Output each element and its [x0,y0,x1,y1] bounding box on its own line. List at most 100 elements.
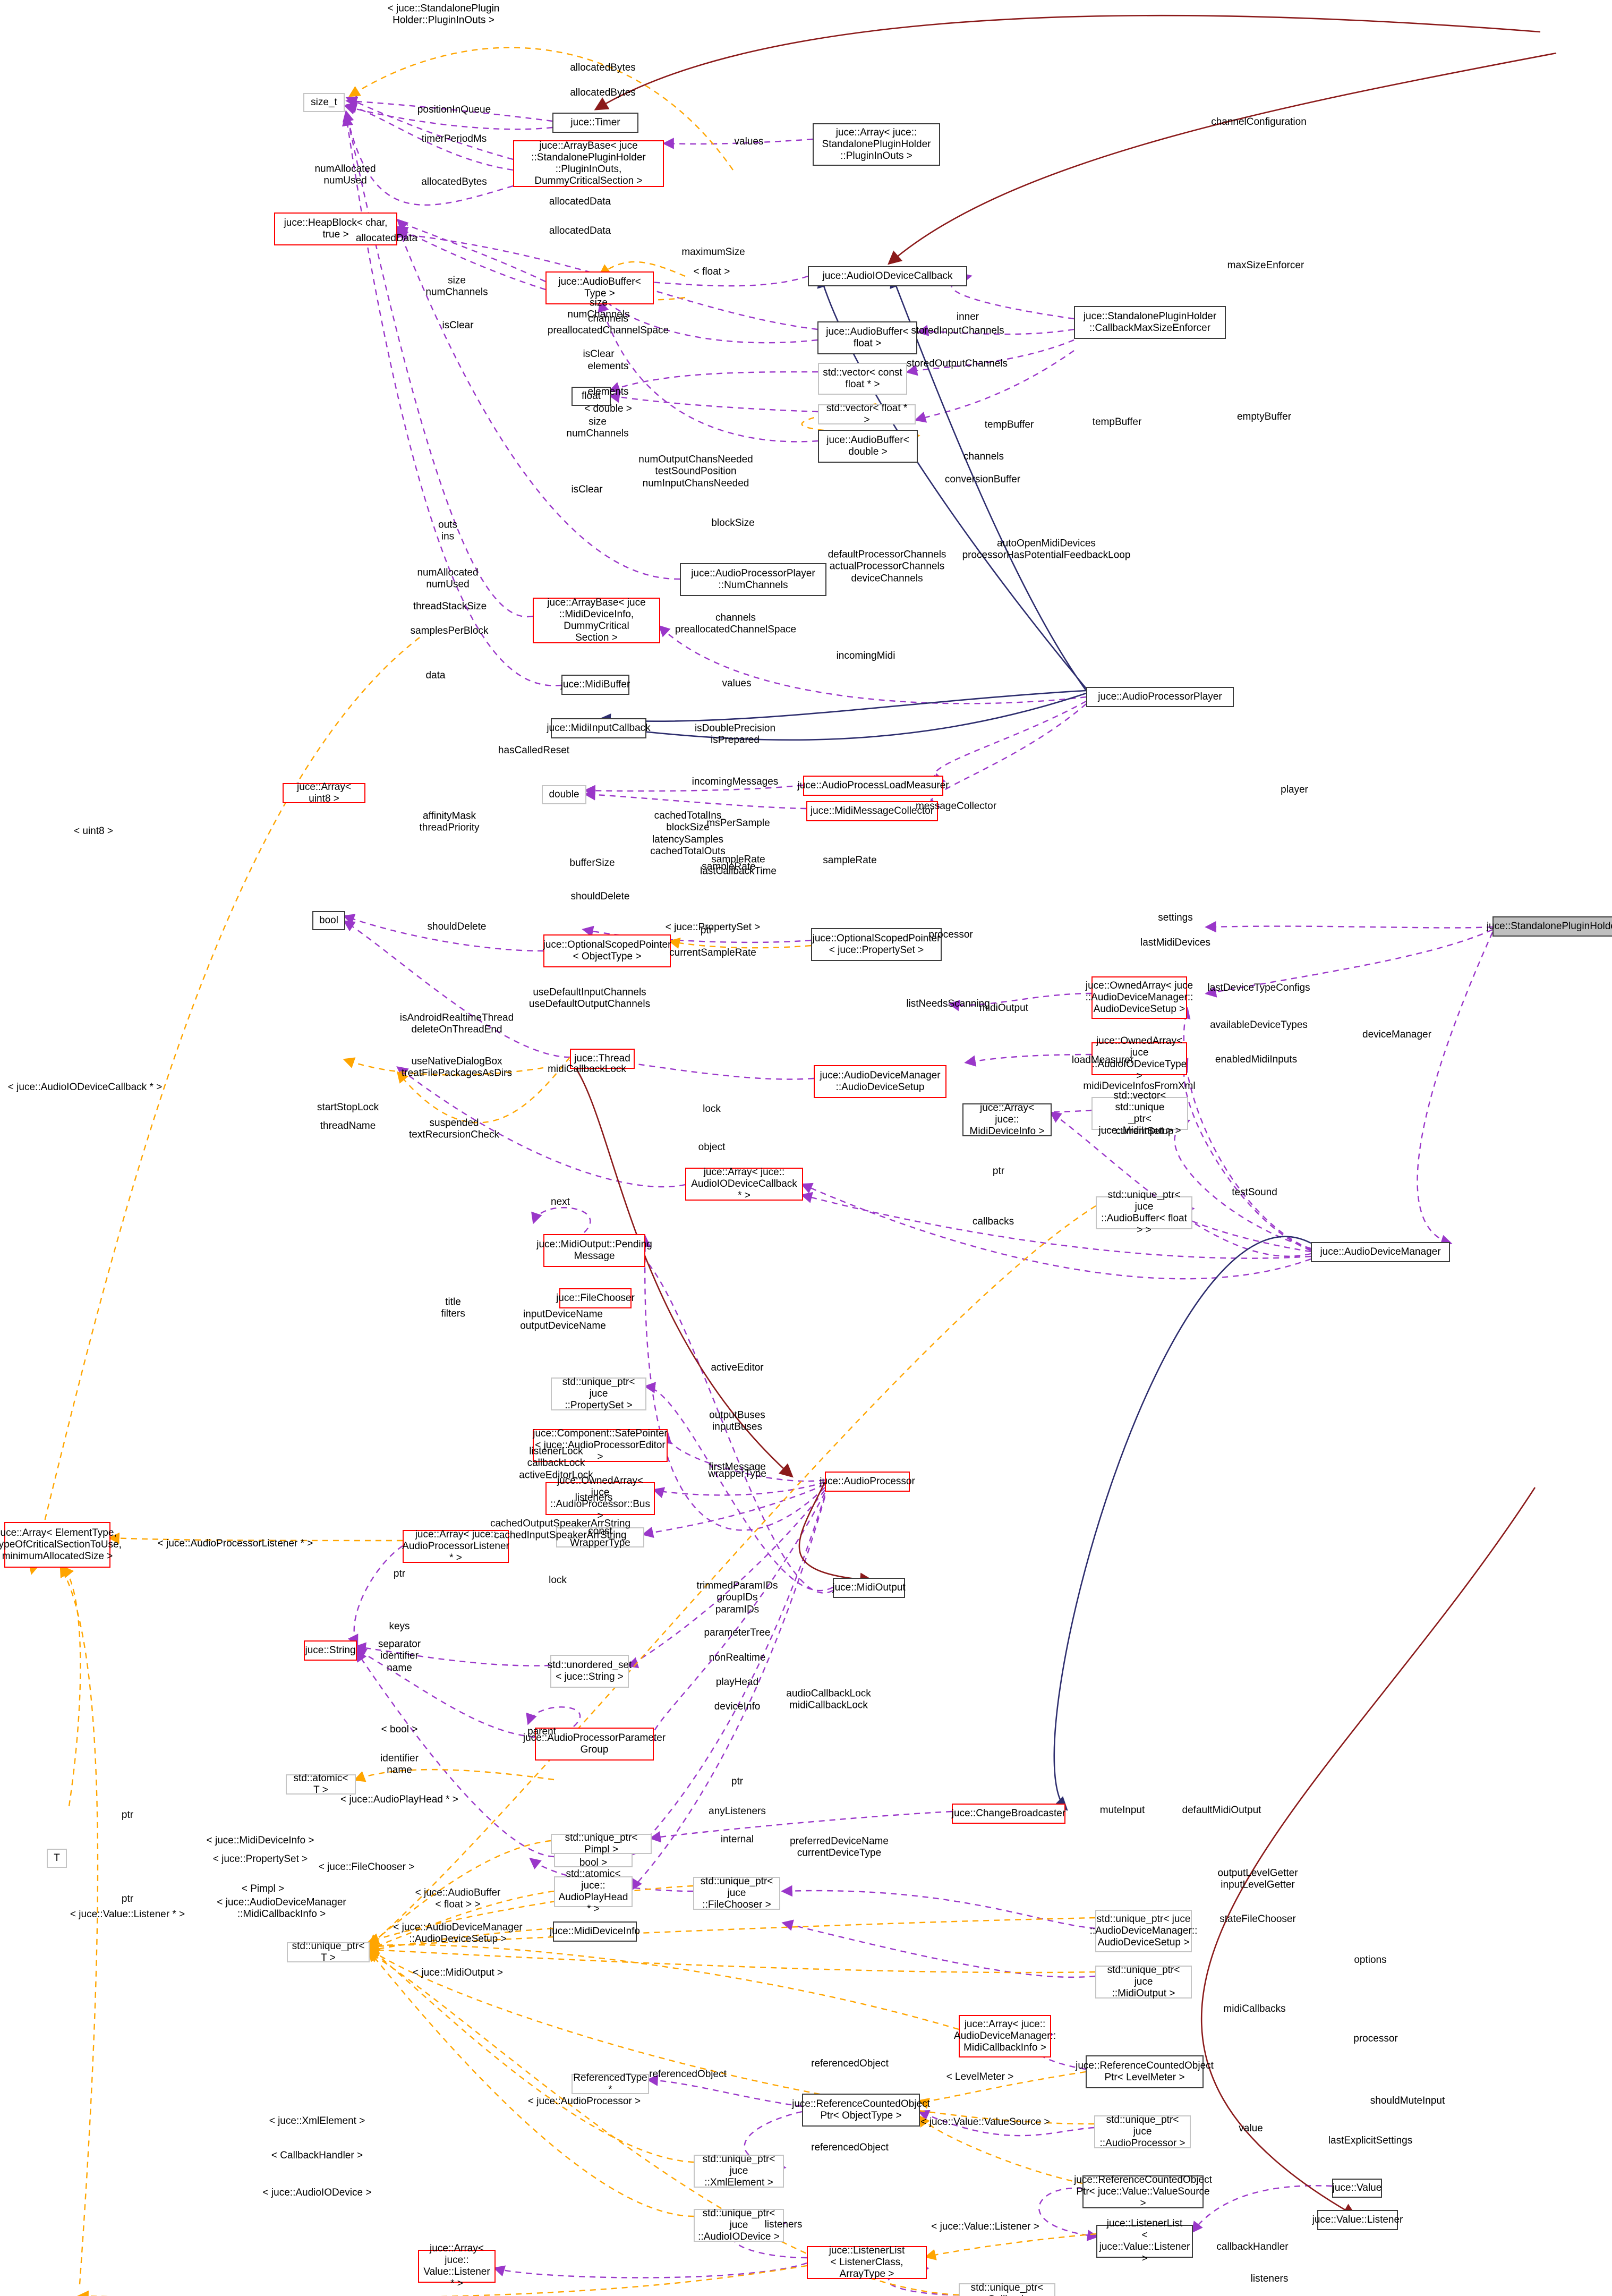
class-node-array_plugininouts[interactable]: juce::Array< juce:: StandalonePluginHold… [813,123,940,166]
class-node-uniqueptr_callbackhandler[interactable]: std::unique_ptr< Callback Handler > [959,2282,1055,2296]
class-node-bool[interactable]: bool [312,911,345,930]
class-node-atomic_T[interactable]: std::atomic< T > [286,1773,356,1796]
class-node-array_ementtype[interactable]: juce::Array< ElementType, TypeOfCritical… [0,1522,122,1568]
class-node-uniqueptr_audioiodevice[interactable]: std::unique_ptr< juce ::AudioIODevice > [694,2208,784,2242]
class-node-changebroadcaster[interactable]: juce::ChangeBroadcaster [952,1804,1065,1824]
class-node-uniqueptr_xmlelement[interactable]: std::unique_ptr< juce ::XmlElement > [694,2154,784,2188]
edge-label: processor [1353,2033,1398,2044]
class-node-ownedarray_bus[interactable]: juce::OwnedArray< juce ::AudioProcessor:… [545,1475,655,1521]
edge-label: positionInQueue [417,104,491,115]
edge-label: < juce::Value::ValueSource > [920,2116,1050,2128]
class-node-array_midicallbackinfo[interactable]: juce::Array< juce:: AudioDeviceManager::… [954,2015,1056,2057]
class-node-vector_float[interactable]: std::vector< float * > [818,403,916,426]
edge-label: lastExplicitSettings [1328,2135,1413,2146]
class-node-unordered_set_string[interactable]: std::unordered_set < juce::String > [548,1655,632,1688]
edge-label: listenerLock callbackLock activeEditorLo… [519,1445,593,1481]
class-node-vector_const_float[interactable]: std::vector< const float * > [818,363,907,395]
class-node-value_listener[interactable]: juce::Value::Listener [1312,2210,1403,2230]
class-node-uniqueptr_audioprocessor[interactable]: std::unique_ptr< juce ::AudioProcessor > [1094,2114,1191,2149]
class-node-filechooser[interactable]: juce::FileChooser [556,1288,635,1308]
edge-label: currentSetup [1115,1125,1174,1137]
edge-label: < juce::Value::Listener * > [70,1908,185,1920]
edge-label: < juce::AudioBuffer < float > > [415,1887,501,1910]
class-node-audiodevicesetup[interactable]: juce::AudioDeviceManager ::AudioDeviceSe… [814,1065,946,1098]
class-node-audioprocessor[interactable]: juce::AudioProcessor [820,1472,915,1492]
edge-label: trimmedParamIDs groupIDs paramIDs [696,1580,778,1615]
class-node-ownedarray_iodt[interactable]: juce::OwnedArray< juce ::AudioIODeviceTy… [1091,1035,1187,1082]
class-node-audioiodevicecallback[interactable]: juce::AudioIODeviceCallback [808,266,967,286]
class-node-osp_propertyset[interactable]: juce::OptionalScopedPointer < juce::Prop… [811,928,942,961]
class-node-size_t[interactable]: size_t [303,93,345,112]
edge-label: object [698,1141,726,1153]
class-node-midioutput[interactable]: juce::MidiOutput [832,1578,906,1598]
class-node-uniqueptr_adm_ads[interactable]: std::unique_ptr< juce ::AudioDeviceManag… [1090,1910,1197,1952]
class-node-midibuffer[interactable]: juce::MidiBuffer [561,675,630,695]
edge-label: midiCallbackLock [548,1063,626,1075]
class-node-wrappertype[interactable]: const WrapperType [556,1526,644,1549]
class-node-array_aplistener[interactable]: juce::Array< juce:: AudioProcessorListen… [402,1528,509,1564]
class-node-standalonepluginholder[interactable]: juce::StandalonePluginHolder [1487,916,1612,937]
edge-label: < juce::AudioIODeviceCallback * > [7,1081,163,1093]
edge-label: tempBuffer [984,419,1034,430]
class-node-midiinputcallback[interactable]: juce::MidiInputCallback [547,718,651,738]
class-node-listenerlist_vl[interactable]: juce::ListenerList < juce::Value::Listen… [1096,2218,1193,2264]
class-node-uniqueptr_pimpl[interactable]: std::unique_ptr< Pimpl > [551,1832,652,1855]
class-node-heapblock[interactable]: juce::HeapBlock< char, true > [274,212,397,245]
class-node-vector_uniqueptr_midiin[interactable]: std::vector< std::unique _ptr< juce::Mid… [1091,1090,1188,1136]
edge-label: threadName [320,1120,376,1132]
class-node-array_mididevinfo[interactable]: juce::Array< juce:: MidiDeviceInfo > [962,1102,1052,1137]
class-node-atomic_playhead[interactable]: std::atomic< juce:: AudioPlayHead * > [554,1868,633,1915]
class-node-midimessagecollector[interactable]: juce::MidiMessageCollector [806,801,938,821]
class-node-audiobuffer_type[interactable]: juce::AudioBuffer< Type > [545,271,654,304]
class-node-audioprocessloadmeasurer[interactable]: juce::AudioProcessLoadMeasurer [797,776,949,796]
class-node-uniqueptr_propertyset[interactable]: std::unique_ptr< juce ::PropertySet > [551,1376,646,1411]
edge-label: allocatedData [549,225,611,236]
edge-label: isClear [442,319,474,331]
edge-label: autoOpenMidiDevices processorHasPotentia… [962,538,1131,561]
edge-label: testSound [1232,1186,1277,1198]
class-node-callbackmaxsize[interactable]: juce::StandalonePluginHolder ::CallbackM… [1074,306,1226,339]
class-node-listenerlist_generic[interactable]: juce::ListenerList < ListenerClass, Arra… [807,2245,927,2280]
edge-label: parameterTree [704,1627,771,1638]
class-node-pendingmessage[interactable]: juce::MidiOutput::Pending Message [536,1234,652,1267]
class-node-safepointer[interactable]: juce::Component::SafePointer < juce::Aud… [533,1427,668,1463]
edge-label: channels [963,450,1004,462]
class-node-rcop_valuesource[interactable]: juce::ReferenceCountedObject Ptr< juce::… [1074,2174,1212,2209]
class-node-value[interactable]: juce::Value [1332,2179,1382,2198]
edge-label: muteInput [1099,1804,1145,1816]
class-node-T[interactable]: T [47,1849,67,1868]
class-node-audiobuffer_double[interactable]: juce::AudioBuffer< double > [818,430,918,463]
class-node-rcop_levelmeter[interactable]: juce::ReferenceCountedObject Ptr< LevelM… [1076,2055,1214,2088]
class-node-apparamgroup[interactable]: juce::AudioProcessorParameter Group [523,1728,666,1761]
class-node-uniqueptr_filechooser[interactable]: std::unique_ptr< juce ::FileChooser > [693,1876,780,1910]
class-node-string[interactable]: juce::String [304,1640,357,1661]
class-node-audiodevicemanager[interactable]: juce::AudioDeviceManager [1311,1242,1450,1262]
edge-label: allocatedData [549,195,611,207]
class-node-arraybase_plugininouts[interactable]: juce::ArrayBase< juce ::StandalonePlugin… [513,140,664,187]
class-node-double[interactable]: double [542,785,586,804]
edge-label: channels preallocatedChannelSpace [675,612,797,635]
class-node-uniqueptr_midioutput[interactable]: std::unique_ptr< juce ::MidiOutput > [1095,1965,1192,1999]
edge-label: numAllocated numUsed [417,567,479,590]
class-node-mididevinfo[interactable]: juce::MidiDeviceInfo [550,1921,640,1942]
class-node-uniqueptr_audiobuf_float[interactable]: std::unique_ptr< juce ::AudioBuffer< flo… [1096,1189,1192,1236]
class-node-array_iodevcb[interactable]: juce::Array< juce:: AudioIODeviceCallbac… [685,1167,803,1201]
class-node-array_value_listener[interactable]: juce::Array< juce:: Value::Listener * > [418,2243,496,2289]
class-node-arraybase_mididev[interactable]: juce::ArrayBase< juce ::MidiDeviceInfo, … [533,597,660,643]
class-node-osp_objecttype[interactable]: juce::OptionalScopedPointer < ObjectType… [543,934,671,967]
class-node-thread[interactable]: juce::Thread [570,1049,635,1069]
edge-label: maximumSize [681,246,745,258]
edge-label: timerPeriodMs [421,133,487,144]
class-node-ownedarray_ads[interactable]: juce::OwnedArray< juce ::AudioDeviceMana… [1086,976,1193,1019]
class-node-float[interactable]: float [572,387,611,406]
edge-label: allocatedBytes [421,176,487,188]
edge-label: callbackHandler [1216,2241,1289,2252]
class-node-referencedtype[interactable]: ReferencedType * [572,2072,649,2095]
class-node-timer[interactable]: juce::Timer [552,113,638,133]
class-node-audiobuffer_float[interactable]: juce::AudioBuffer< float > [817,321,917,354]
class-node-array_uint8[interactable]: juce::Array< uint8 > [283,781,365,804]
class-node-uniqueptr_T[interactable]: std::unique_ptr< T > [287,1941,370,1963]
class-node-numchannels[interactable]: juce::AudioProcessorPlayer ::NumChannels [680,563,826,596]
class-node-rcop_objecttype[interactable]: juce::ReferenceCountedObject Ptr< Object… [792,2094,930,2127]
class-node-audioprocessorplayer[interactable]: juce::AudioProcessorPlayer [1086,687,1234,707]
